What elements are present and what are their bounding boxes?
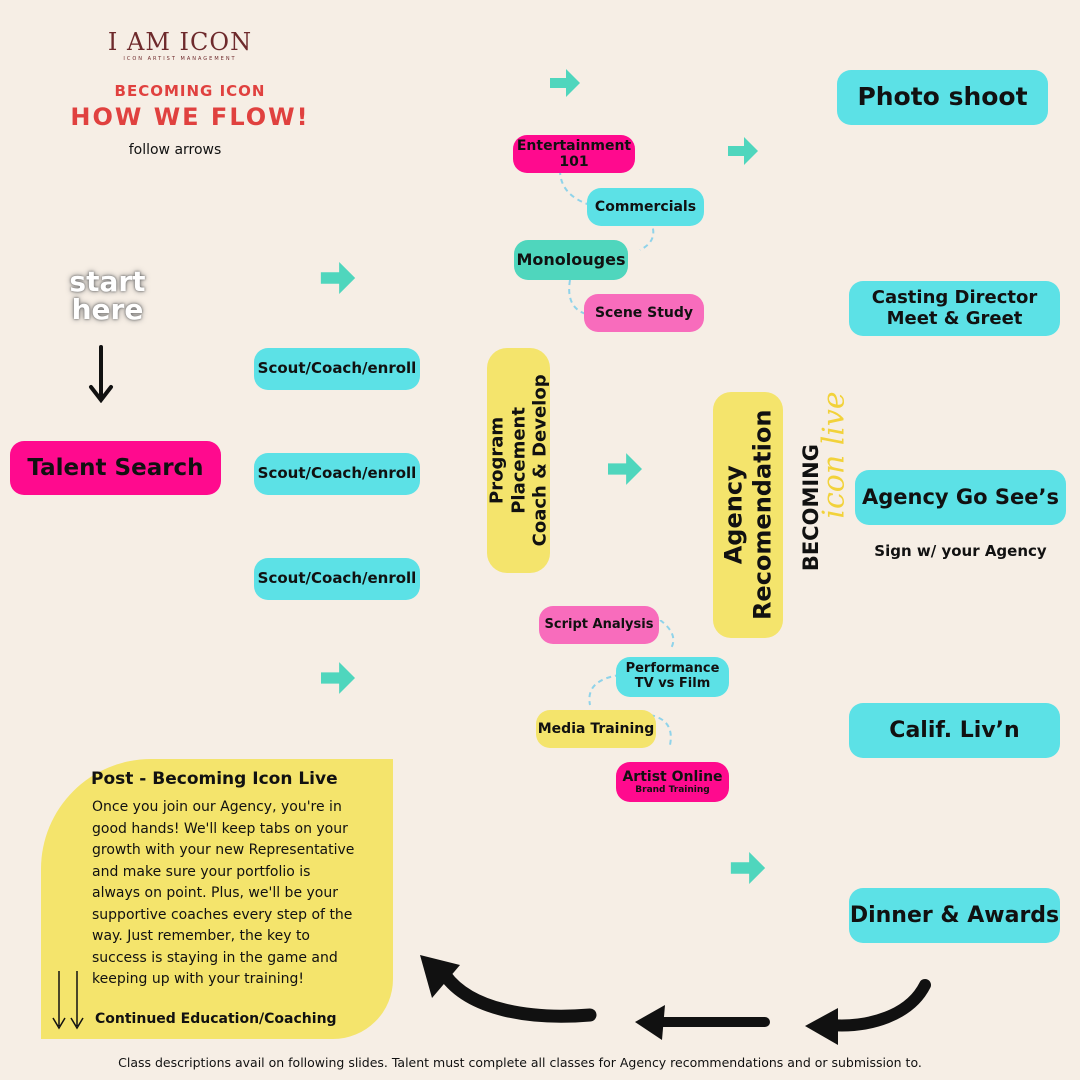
scout-node-3: Scout/Coach/enroll <box>254 558 420 600</box>
casting-line-1: Casting Director <box>871 286 1038 308</box>
logo-text: I AM ICON <box>107 28 253 56</box>
casting-director-node: Casting Director Meet & Greet <box>849 281 1060 336</box>
agency-line-1: Agency <box>719 465 748 565</box>
icon-live-text: icon live <box>817 391 852 519</box>
class-commercials: Commercials <box>587 188 704 226</box>
program-line-3: Coach & Develop <box>529 374 551 547</box>
class-performance: Performance TV vs Film <box>616 657 729 697</box>
kicker: BECOMING ICON <box>114 82 266 100</box>
artist-online-line-1: Artist Online <box>622 768 723 785</box>
sign-with-agency-text: Sign w/ your Agency <box>874 542 1047 560</box>
calif-livn-node: Calif. Liv’n <box>849 703 1060 758</box>
talent-search-node: Talent Search <box>10 441 221 495</box>
logo-subtext: ICON ARTIST MANAGEMENT <box>123 56 237 62</box>
photo-shoot-node: Photo shoot <box>837 70 1048 125</box>
class-media-training: Media Training <box>536 710 656 748</box>
program-line-1: Program <box>486 416 508 505</box>
performance-line-1: Performance <box>625 661 720 677</box>
page-title: HOW WE FLOW! <box>70 103 310 131</box>
logo: I AM ICON ICON ARTIST MANAGEMENT <box>100 28 260 62</box>
start-here: start here <box>55 268 160 324</box>
double-arrow-down-icon <box>52 971 84 1030</box>
start-label: start <box>69 265 146 298</box>
agency-recommendation-node: Agency Recomendation <box>713 392 783 638</box>
arrow-down-icon <box>89 345 113 403</box>
casting-line-2: Meet & Greet <box>886 307 1023 329</box>
agency-line-2: Recomendation <box>748 409 776 621</box>
class-scene-study: Scene Study <box>584 294 704 332</box>
arrow-right-icon <box>321 662 355 694</box>
here-label: here <box>71 293 144 326</box>
agency-go-see-node: Agency Go See’s <box>855 470 1066 525</box>
arrow-right-icon <box>550 69 580 97</box>
program-line-2: Placement <box>507 407 529 514</box>
post-footer: Continued Education/Coaching <box>95 1011 337 1027</box>
hint-text: follow arrows <box>128 142 222 158</box>
post-becoming-panel: Post - Becoming Icon Live Once you join … <box>41 759 393 1039</box>
class-entertainment-101: Entertainment 101 <box>513 135 635 173</box>
icon-live-script: icon live <box>810 380 860 530</box>
performance-line-2: TV vs Film <box>634 676 711 691</box>
artist-online-line-2: Brand Training <box>635 784 710 795</box>
scout-node-2: Scout/Coach/enroll <box>254 453 420 495</box>
post-title: Post - Becoming Icon Live <box>91 769 338 789</box>
class-monolouges: Monolouges <box>514 240 628 280</box>
arrow-right-icon <box>608 453 642 485</box>
program-placement-node: Program Placement Coach & Develop <box>486 348 551 573</box>
arrow-right-icon <box>728 137 758 165</box>
curved-arrows-back-icon <box>420 955 931 1045</box>
class-artist-online: Artist Online Brand Training <box>616 762 729 802</box>
arrow-right-icon <box>730 852 766 884</box>
arrow-right-icon <box>320 262 356 294</box>
dinner-awards-node: Dinner & Awards <box>849 888 1060 943</box>
post-body: Once you join our Agency, you're in good… <box>92 799 355 987</box>
scout-node-1: Scout/Coach/enroll <box>254 348 420 390</box>
class-script-analysis: Script Analysis <box>539 606 659 644</box>
footnote: Class descriptions avail on following sl… <box>118 1055 922 1070</box>
